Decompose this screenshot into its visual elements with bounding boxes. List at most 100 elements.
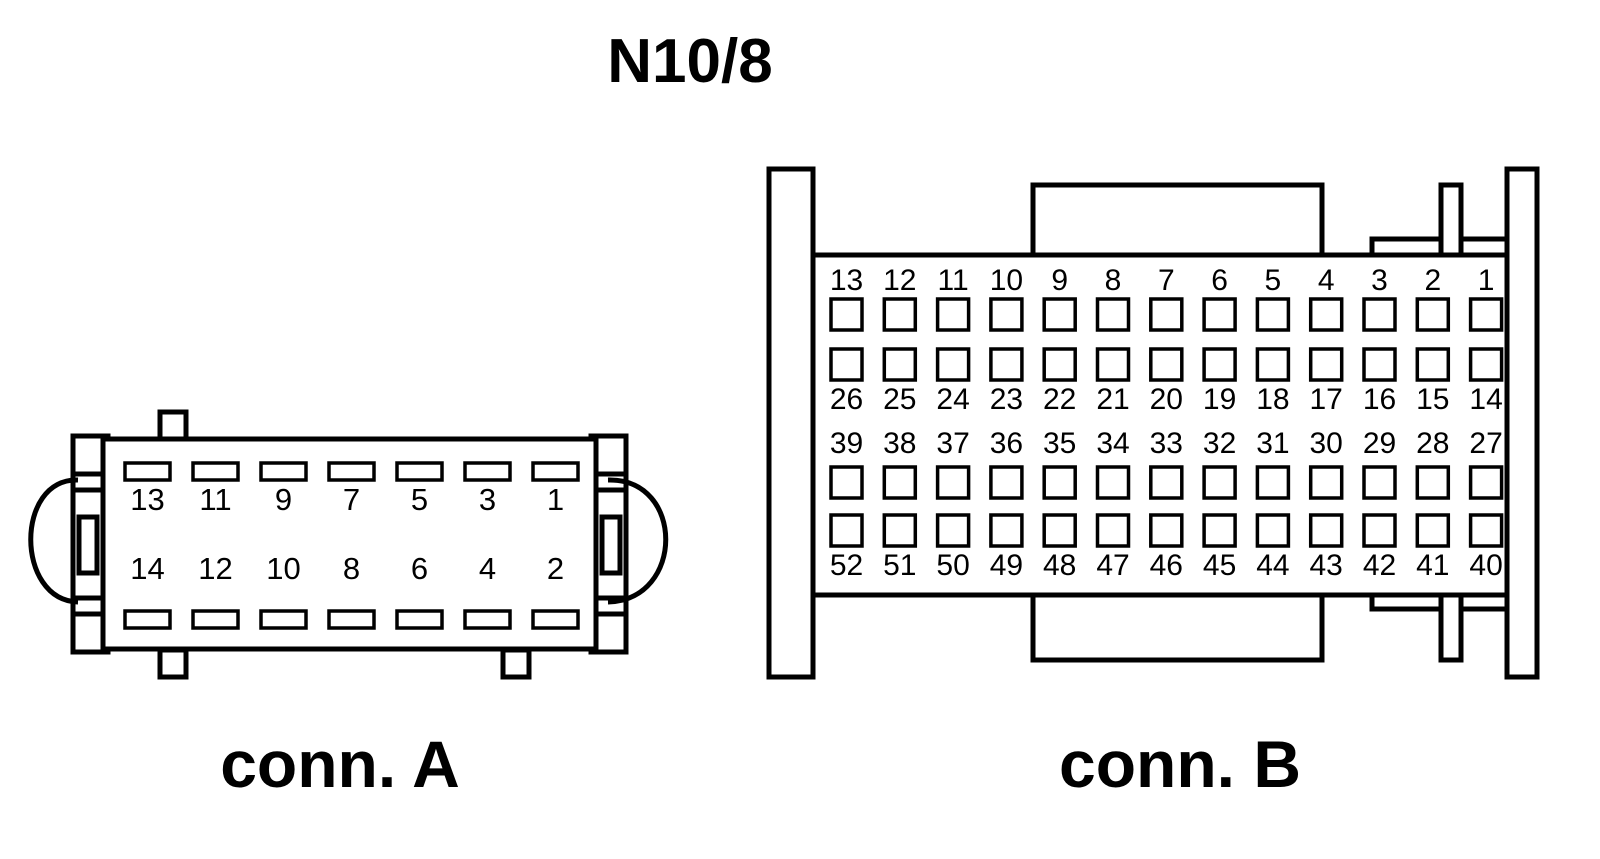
connector-b-cavity: [882, 513, 918, 548]
connector-b-cavity: [1362, 465, 1397, 500]
connector-b-pin-label: 33: [1150, 427, 1183, 460]
connector-b-cavity: [1042, 297, 1077, 332]
connector-b-pin-label: 45: [1203, 549, 1236, 582]
connector-b-pin-label: 30: [1310, 427, 1343, 460]
connector-a-left-slot: [76, 514, 100, 576]
connector-a-cavity-bottom: [327, 609, 376, 630]
connector-b-cavity: [1255, 465, 1291, 500]
connector-b-pin-label: 24: [936, 383, 969, 416]
connector-b-cavity: [1255, 513, 1291, 548]
connector-b-pin-label: 11: [938, 264, 969, 297]
connector-b-cavity: [989, 513, 1024, 548]
connector-b-cavity: [1202, 513, 1237, 548]
connector-b-pin-label: 22: [1043, 383, 1076, 416]
connector-b-pin-label: 28: [1416, 427, 1449, 460]
connector-a-cavity-bottom: [123, 609, 172, 630]
connector-a-pin-label: 8: [343, 551, 360, 586]
connector-b-pin-label: 38: [883, 427, 916, 460]
connector-b-right-flange: [1504, 166, 1540, 680]
connector-b-cavity: [1415, 465, 1451, 500]
connector-b-pin-label: 15: [1416, 383, 1449, 416]
connector-b-pin-label: 42: [1363, 549, 1396, 582]
connector-a-left-latch: [28, 477, 79, 605]
connector-a-pin-label: 3: [479, 482, 496, 517]
connector-a-left-foot: [157, 647, 189, 680]
connector-b-cavity: [1362, 347, 1397, 382]
connector-a-right-slot: [599, 514, 623, 576]
connector-b-pin-label: 27: [1469, 427, 1502, 460]
connector-a-pin-label: 14: [130, 551, 164, 586]
connector-b-top-latch-tab-right: [1458, 236, 1510, 258]
connector-b-bottom-latch-tab-left: [1369, 592, 1444, 612]
connector-b-pin-label: 44: [1256, 549, 1289, 582]
connector-b-pin-label: 21: [1096, 383, 1129, 416]
connector-a-pin-label: 2: [547, 551, 564, 586]
connector-a-pin-label: 10: [266, 551, 300, 586]
connector-b-cavity: [1415, 297, 1451, 332]
connector-b-pin-label: 18: [1256, 383, 1289, 416]
connector-b-caption: conn. B: [1059, 727, 1301, 801]
connector-b-cavity: [989, 297, 1024, 332]
connector-b-cavity: [1149, 513, 1184, 548]
connector-a-cavity-bottom: [531, 609, 580, 630]
connector-b-pin-label: 46: [1150, 549, 1183, 582]
connector-b-cavity: [1095, 297, 1131, 332]
connector-b-pin-label: 17: [1310, 383, 1343, 416]
connector-a-cavity-top: [191, 461, 240, 482]
connector-b-cavity: [1149, 347, 1184, 382]
connector-b-cavity: [1042, 513, 1077, 548]
connector-b-pin-label: 23: [990, 383, 1023, 416]
connector-b-cavity: [882, 465, 918, 500]
connector-b-pin-label: 9: [1051, 264, 1068, 297]
connector-b-pin-label: 26: [830, 383, 863, 416]
connector-b-cavity: [1362, 297, 1397, 332]
connector-b-pin-label: 14: [1469, 383, 1502, 416]
connector-b-bottom-boss: [1030, 592, 1325, 663]
connector-a-top-key: [157, 409, 189, 443]
connector-b-cavity: [882, 347, 918, 382]
connector-a-cavity-top: [531, 461, 580, 482]
connector-a-cavity-bottom: [395, 609, 444, 630]
connector-b-pin-label: 51: [883, 549, 916, 582]
connector-a-cavity-top: [259, 461, 308, 482]
connector-a-pin-label: 11: [199, 482, 231, 517]
connector-b-cavity: [989, 347, 1024, 382]
connector-b-cavity: [1468, 465, 1504, 500]
connector-b-pin-label: 19: [1203, 383, 1236, 416]
connector-a-cavity-top: [327, 461, 376, 482]
connector-b-pin-label: 2: [1424, 264, 1441, 297]
connector-b-cavity: [1308, 513, 1344, 548]
connector-b-cavity: [1095, 513, 1131, 548]
connector-b-pin-label: 1: [1478, 264, 1495, 297]
connector-b-cavity: [1255, 347, 1291, 382]
connector-b-cavity: [1415, 347, 1451, 382]
connector-b-pin-label: 10: [990, 264, 1023, 297]
connector-b-cavity: [829, 513, 864, 548]
connector-b-pin-label: 7: [1158, 264, 1175, 297]
connector-b-cavity: [1202, 347, 1237, 382]
connector-b-pin-label: 40: [1469, 549, 1502, 582]
connector-b-pin-label: 13: [830, 264, 863, 297]
connector-a-cavity-top: [123, 461, 172, 482]
connector-a-cavity-bottom: [463, 609, 512, 630]
connector-b-cavity: [935, 297, 971, 332]
connector-a-pin-label: 5: [411, 482, 428, 517]
connector-b-cavity: [935, 513, 971, 548]
connector-b-pin-label: 37: [936, 427, 969, 460]
connector-b-cavity: [1362, 513, 1397, 548]
connector-b-pin-label: 16: [1363, 383, 1396, 416]
connector-b-pin-label: 25: [883, 383, 916, 416]
connector-b-left-flange: [766, 166, 816, 680]
connector-a-pin-label: 13: [130, 482, 164, 517]
connector-b-cavity: [1149, 465, 1184, 500]
connector-b-pin-label: 39: [830, 427, 863, 460]
connector-b-cavity: [1308, 347, 1344, 382]
connector-a-pin-label: 6: [411, 551, 428, 586]
connector-a-cavity-top: [395, 461, 444, 482]
connector-b-pin-label: 29: [1363, 427, 1396, 460]
connector-b-cavity: [1095, 347, 1131, 382]
connector-a-cavity-top: [463, 461, 512, 482]
connector-b-cavity: [1468, 513, 1504, 548]
